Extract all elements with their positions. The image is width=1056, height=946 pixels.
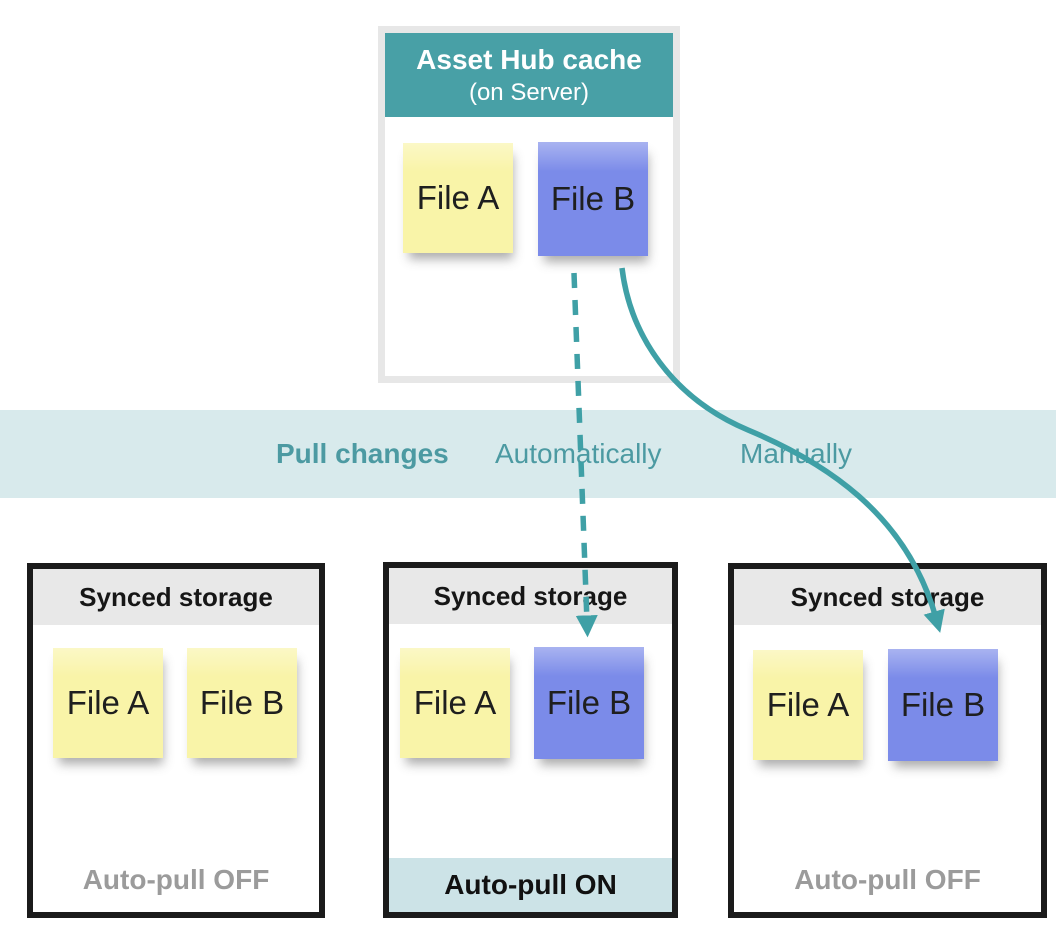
note-label: File A [66,684,150,721]
storage-right-note-file-a: File A [753,650,863,760]
server-note-file-a: File A [403,143,513,253]
synced-storage-box-right: Synced storage File A File B Auto-pull O… [728,563,1047,918]
pull-changes-band: Pull changes Automatically Manually [0,410,1056,498]
asset-hub-cache-box: Asset Hub cache (on Server) File A File … [378,26,680,383]
synced-storage-title: Synced storage [790,581,985,612]
synced-storage-header: Synced storage [389,568,672,624]
auto-pull-off-label: Auto-pull OFF [794,864,981,895]
storage-middle-note-file-a: File A [400,648,510,758]
synced-storage-box-left: Synced storage File A File B Auto-pull O… [27,563,325,918]
synced-storage-box-middle: Synced storage File A File B Auto-pull O… [383,562,678,918]
manually-label: Manually [740,438,853,469]
pull-changes-title: Pull changes [276,438,449,469]
storage-middle-note-file-b: File B [534,647,644,759]
synced-storage-title: Synced storage [433,580,628,611]
synced-storage-header: Synced storage [734,569,1041,625]
server-note-file-b-label: File B [550,180,636,217]
server-note-file-b: File B [538,142,648,256]
auto-pull-off-label: Auto-pull OFF [82,864,270,895]
note-label: File B [900,686,986,723]
storage-left-note-file-a: File A [53,648,163,758]
synced-storage-title: Synced storage [79,581,273,612]
synced-storage-header: Synced storage [33,569,319,625]
storage-right-note-file-b: File B [888,649,998,761]
asset-hub-cache-title: Asset Hub cache [416,43,642,75]
asset-hub-cache-subtitle: (on Server) [468,78,590,106]
note-label: File A [766,686,850,723]
note-label: File B [546,684,632,721]
auto-pull-on-label: Auto-pull ON [389,858,672,912]
note-label: File B [199,684,285,721]
server-note-file-a-label: File A [416,179,500,216]
automatically-label: Automatically [495,438,662,469]
note-label: File A [413,684,497,721]
storage-left-note-file-b: File B [187,648,297,758]
asset-hub-cache-header: Asset Hub cache (on Server) [385,33,673,117]
